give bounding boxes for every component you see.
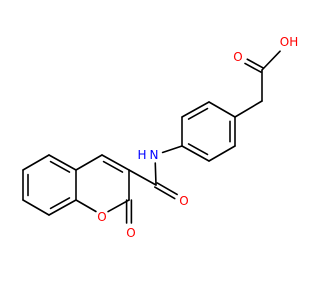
- atom-label-amide-h: H: [137, 148, 146, 162]
- atom-label-acid-carbonyl-o: O: [233, 50, 242, 64]
- pyranone-bond-c4-c4a: [75, 154, 103, 171]
- benzo-bond-5: [48, 199, 77, 216]
- phenyl-bond-2: [181, 101, 210, 118]
- structure-svg: O OH NH O O O: [22, 35, 298, 240]
- atom-label-amide-o: O: [179, 194, 188, 208]
- atom-label-ring-o: O: [97, 210, 106, 224]
- phenyl-bond-1: [208, 101, 236, 118]
- bond-carbonyl-c3: [128, 169, 157, 186]
- benzo-bond-4: [22, 199, 50, 216]
- atom-label-lactone-carbonyl-o: O: [126, 226, 135, 240]
- benzo-bond-1: [48, 154, 77, 171]
- bond-acid-c-double-o-2: [244, 62, 262, 73]
- benzo-bond-2: [22, 154, 50, 171]
- bond-n-carbonyl: [154, 162, 157, 186]
- pyranone-bond-c8a-o1: [75, 199, 97, 213]
- benzo-bond-5-inner: [49, 197, 71, 210]
- bond-ch2-phenyl: [234, 100, 263, 118]
- bond-amide-c-double-o-1: [154, 186, 176, 200]
- phenyl-bond-4: [181, 145, 210, 162]
- bond-acid-c-oh: [261, 50, 281, 71]
- pyranone-bond-c3-c4-inner: [102, 160, 124, 173]
- pyranone-bond-c3-c4: [101, 154, 130, 171]
- phenyl-bond-2-inner: [187, 107, 209, 120]
- benzo-bond-1-inner: [49, 160, 71, 173]
- bond-amide-c-double-o-2: [156, 182, 178, 196]
- phenyl-bond-5: [208, 145, 236, 162]
- atom-label-amide-n: N: [150, 148, 159, 162]
- atom-label-acid-oh: OH: [280, 35, 298, 49]
- pyranone-bond-o1-c2: [107, 199, 130, 213]
- phenyl-bond-4-inner: [187, 143, 209, 156]
- bond-phenyl-n: [161, 145, 183, 154]
- bond-acid-c-double-o-1: [246, 58, 264, 69]
